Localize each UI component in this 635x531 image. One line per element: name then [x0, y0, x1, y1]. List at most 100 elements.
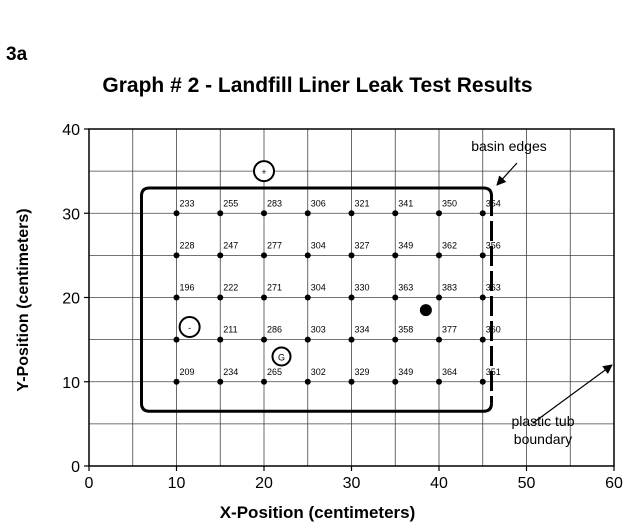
data-point: [436, 210, 442, 217]
x-tick-label: 10: [168, 475, 186, 492]
data-point: [479, 294, 486, 301]
annotation-basin-edges: basin edges: [471, 138, 547, 154]
data-point-label: 351: [486, 367, 501, 377]
data-point: [173, 210, 180, 217]
x-tick-label: 60: [605, 475, 623, 492]
data-point-label: 349: [398, 240, 413, 250]
data-point: [479, 210, 486, 217]
figure-label: 3a: [6, 44, 28, 65]
data-point-label: 233: [180, 198, 195, 208]
data-point-label: 334: [355, 325, 370, 335]
data-point-label: 234: [223, 367, 238, 377]
data-point: [261, 294, 267, 301]
basin-outline: [140, 186, 493, 413]
data-point: [348, 210, 355, 217]
leak-location-marker: [419, 304, 432, 317]
data-point-label: 327: [355, 240, 370, 250]
data-point: [304, 378, 311, 385]
electrode-marker: [178, 315, 201, 338]
data-point: [173, 252, 180, 259]
data-point: [217, 252, 224, 259]
data-point-label: 358: [398, 325, 413, 335]
data-point-label: 222: [223, 283, 238, 293]
basin-outline-layer: [140, 186, 493, 413]
annotation-plastic-tub: plastic tub: [511, 413, 574, 429]
electrode-marker-symbol: G: [278, 352, 285, 362]
data-point: [173, 294, 180, 301]
data-point: [392, 210, 399, 217]
data-point: [479, 336, 486, 343]
data-point-label: 360: [486, 325, 501, 335]
data-point: [217, 210, 224, 217]
electrode-marker: [271, 346, 292, 367]
annotation-arrow: [496, 162, 518, 186]
chart-title: Graph # 2 - Landfill Liner Leak Test Res…: [102, 74, 533, 97]
x-tick-label: 40: [430, 475, 448, 492]
data-point: [304, 210, 311, 217]
data-point-label: 354: [486, 198, 501, 208]
data-point-label: 271: [267, 283, 282, 293]
data-point-label: 303: [311, 325, 326, 335]
data-point-label: 283: [267, 198, 282, 208]
x-tick-label: 20: [255, 475, 273, 492]
data-point: [304, 336, 311, 343]
data-point-label: 349: [398, 367, 413, 377]
data-point: [436, 336, 442, 343]
data-point: [217, 294, 224, 301]
data-point-label: 302: [311, 367, 326, 377]
data-point: [436, 294, 442, 301]
data-point: [479, 252, 486, 259]
data-point: [392, 336, 399, 343]
data-point: [392, 294, 399, 301]
data-point-label: 286: [267, 325, 282, 335]
data-point-label: 356: [486, 240, 501, 250]
data-point-label: 255: [223, 198, 238, 208]
data-point-label: 341: [398, 198, 413, 208]
data-point: [348, 294, 355, 301]
data-point-label: 350: [442, 198, 457, 208]
data-point-label: 363: [398, 283, 413, 293]
y-tick-label: 20: [62, 291, 80, 308]
data-point: [436, 252, 442, 259]
x-axis-label: X-Position (centimeters): [219, 503, 416, 522]
data-point-label: 321: [355, 198, 370, 208]
data-point-label: 304: [311, 283, 326, 293]
data-point: [261, 336, 267, 343]
electrode-marker: [253, 160, 275, 183]
data-point: [348, 336, 355, 343]
data-point: [261, 378, 267, 385]
annotation-arrow: [532, 364, 613, 424]
data-point-label: 306: [311, 198, 326, 208]
x-tick-label: 50: [518, 475, 536, 492]
data-point-label: 277: [267, 240, 282, 250]
data-point-label: 383: [442, 283, 457, 293]
data-point: [217, 336, 224, 343]
data-point: [392, 378, 399, 385]
data-point-label: 364: [442, 367, 457, 377]
data-point-label: 196: [180, 283, 195, 293]
y-tick-label: 0: [71, 459, 80, 476]
data-point-label: 329: [355, 367, 370, 377]
data-point: [348, 252, 355, 259]
data-point-label: 362: [442, 240, 457, 250]
data-point: [348, 378, 355, 385]
data-point-label: 265: [267, 367, 282, 377]
data-point-label: 363: [486, 283, 501, 293]
data-point: [436, 378, 442, 385]
electrode-marker-symbol: +: [261, 167, 266, 177]
y-tick-label: 30: [62, 206, 80, 223]
electrode-marker-symbol: -: [188, 323, 191, 333]
data-point: [304, 294, 311, 301]
data-point: [173, 336, 180, 343]
y-tick-label: 40: [62, 122, 80, 139]
data-point: [479, 378, 486, 385]
data-point-label: 209: [180, 367, 195, 377]
data-point-label: 377: [442, 325, 457, 335]
x-tick-label: 0: [85, 475, 94, 492]
x-tick-label: 30: [343, 475, 361, 492]
y-tick-label: 10: [62, 375, 80, 392]
data-point: [173, 378, 180, 385]
